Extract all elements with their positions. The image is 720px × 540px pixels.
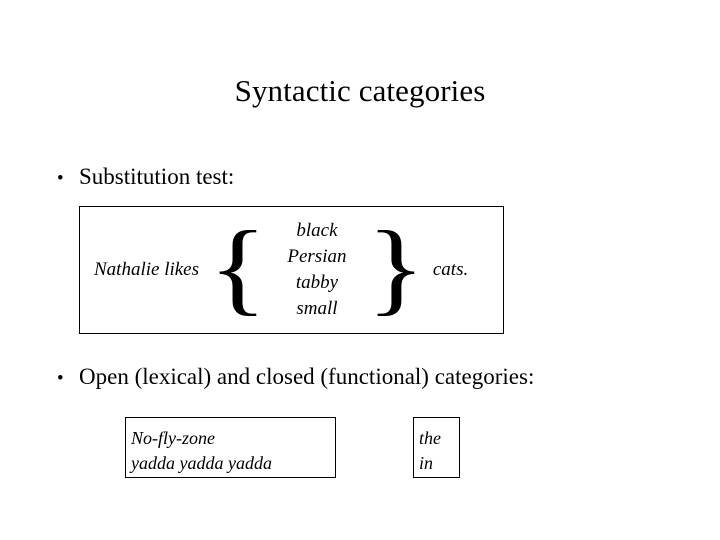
- substitution-example-content: Nathalie likes { black Persian tabby sma…: [80, 207, 503, 333]
- list-item: tabby: [295, 272, 339, 293]
- substitution-lead-text: Nathalie likes: [94, 259, 200, 280]
- bullet-item-open-closed-categories: • Open (lexical) and closed (functional)…: [53, 363, 534, 393]
- open-class-example-line: No-fly-zone: [131, 428, 215, 448]
- list-item: Persian: [287, 246, 347, 267]
- bullet-point-icon: •: [57, 168, 64, 189]
- substitution-alternatives-list: black Persian tabby small: [269, 218, 365, 322]
- bullet-label-substitution-test: Substitution test:: [79, 164, 235, 189]
- open-class-example-box: No-fly-zone yadda yadda yadda: [125, 417, 336, 478]
- substitution-trailing-text: cats.: [432, 259, 469, 280]
- list-item: black: [296, 220, 338, 241]
- right-curly-brace-icon: }: [366, 210, 426, 326]
- page-title: Syntactic categories: [234, 73, 486, 108]
- open-class-example-line: yadda yadda yadda: [131, 453, 272, 473]
- bullet-point-icon: •: [57, 368, 64, 389]
- bullet-label-open-closed-categories: Open (lexical) and closed (functional) c…: [79, 364, 535, 389]
- substitution-example-box: Nathalie likes { black Persian tabby sma…: [79, 206, 504, 334]
- list-item: small: [296, 298, 338, 319]
- closed-class-example-line: the: [419, 428, 441, 448]
- left-curly-brace-icon: {: [208, 210, 268, 326]
- bullet-item-substitution-test: • Substitution test:: [53, 163, 234, 193]
- closed-class-example-line: in: [419, 453, 434, 473]
- closed-class-example-box: the in: [413, 417, 460, 478]
